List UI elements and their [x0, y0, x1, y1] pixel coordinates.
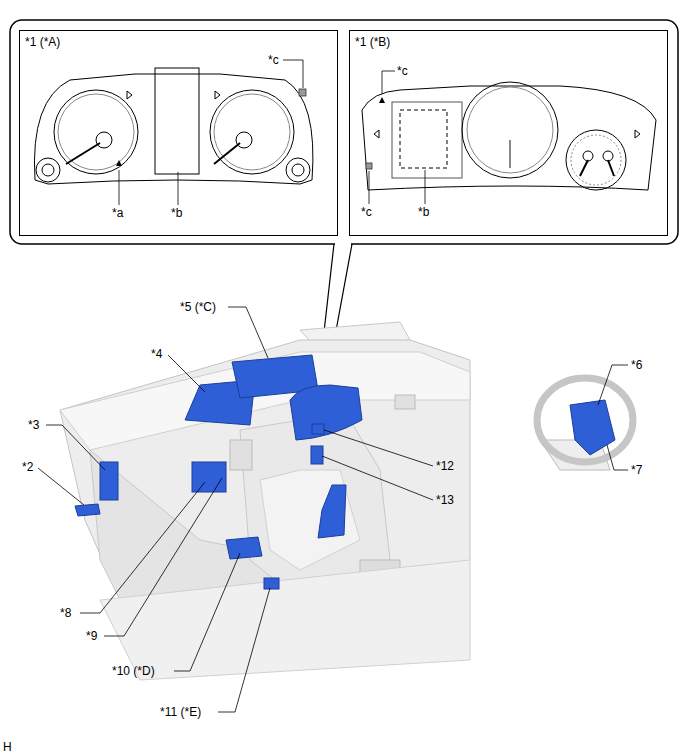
callout-number: *c — [361, 205, 372, 219]
callout-number: *5 (*C) — [180, 300, 216, 314]
indicator-symbol — [366, 163, 372, 169]
warning-symbol — [116, 160, 122, 166]
indicator-symbol — [299, 89, 306, 96]
component — [75, 355, 362, 589]
meter-view-panel: *1 (*B) — [349, 30, 668, 236]
callout-number: *b — [171, 206, 182, 220]
callout-number: *6 — [631, 358, 642, 372]
pointer-gap — [335, 241, 351, 247]
inset-frame — [10, 20, 678, 244]
leader-line — [38, 307, 628, 712]
callout-number: *13 — [436, 493, 454, 507]
panel-heading: *1 (*A) — [25, 35, 60, 49]
warning-symbol — [379, 97, 385, 103]
callout-number: *8 — [60, 606, 71, 620]
callout-number: *3 — [28, 418, 39, 432]
leader-line — [119, 60, 303, 205]
callout-number: *2 — [22, 460, 33, 474]
meter-b — [362, 82, 656, 190]
dashboard — [60, 322, 470, 680]
callout-number: *b — [418, 205, 429, 219]
steering-wheel — [537, 378, 633, 470]
callout-number: *9 — [86, 629, 97, 643]
panel-heading: *1 (*B) — [355, 35, 390, 49]
callout-number: *12 — [436, 459, 454, 473]
callout-number: *11 (*E) — [160, 705, 201, 719]
callout-number: *4 — [151, 347, 162, 361]
callout-number: *7 — [631, 463, 642, 477]
callout-number: H — [3, 740, 12, 754]
leader-line — [369, 71, 425, 204]
meter-a — [34, 68, 312, 184]
callout-number: *c — [268, 53, 279, 67]
meter-view-panel: *1 (*A) — [19, 30, 338, 236]
callout-number: *c — [397, 64, 408, 78]
callout-number: *a — [112, 206, 123, 220]
callout-number: *10 (*D) — [112, 664, 155, 678]
